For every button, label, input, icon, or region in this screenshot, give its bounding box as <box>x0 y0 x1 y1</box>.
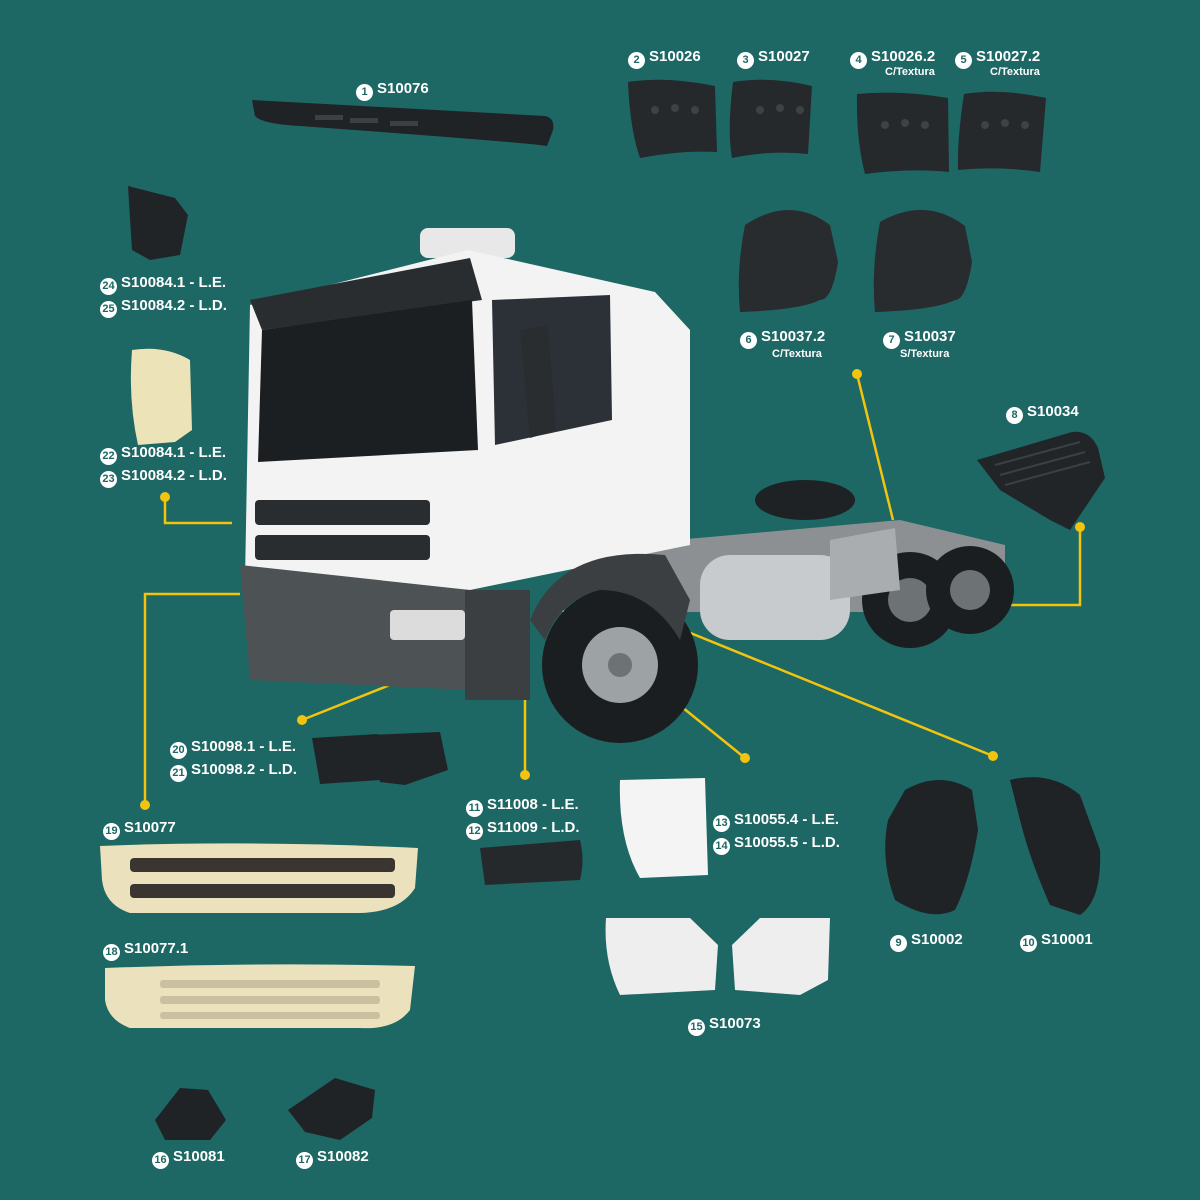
leader-dot <box>988 751 998 761</box>
step-bracket-part <box>128 186 188 260</box>
clip-parts <box>155 1078 375 1140</box>
part-sub-4: C/Textura <box>885 66 935 78</box>
mud-flap-parts <box>628 79 1046 174</box>
tank-cover-parts <box>605 918 830 995</box>
part-sub-7: S/Textura <box>900 348 950 360</box>
lower-grille-part <box>105 964 415 1029</box>
wheel-arch-parts <box>885 777 1101 915</box>
bumper-bracket-parts <box>312 732 448 785</box>
leader-dot <box>160 492 170 502</box>
part-sub-5: C/Textura <box>990 66 1040 78</box>
leader-dot <box>140 800 150 810</box>
leader-dot <box>297 715 307 725</box>
truck-illustration <box>240 228 1014 743</box>
leader-dot <box>520 770 530 780</box>
side-panel-part <box>619 778 708 878</box>
leader-dot <box>852 369 862 379</box>
sun-visor-part <box>252 100 554 146</box>
rear-fender-parts <box>738 209 972 312</box>
corner-panel-part <box>130 348 192 445</box>
leader-dot <box>1075 522 1085 532</box>
step-panel-part <box>480 840 583 885</box>
part-sub-6: C/Textura <box>772 348 822 360</box>
front-grille-part <box>100 843 418 913</box>
leader-dot <box>740 753 750 763</box>
battery-cover-part <box>977 431 1105 530</box>
